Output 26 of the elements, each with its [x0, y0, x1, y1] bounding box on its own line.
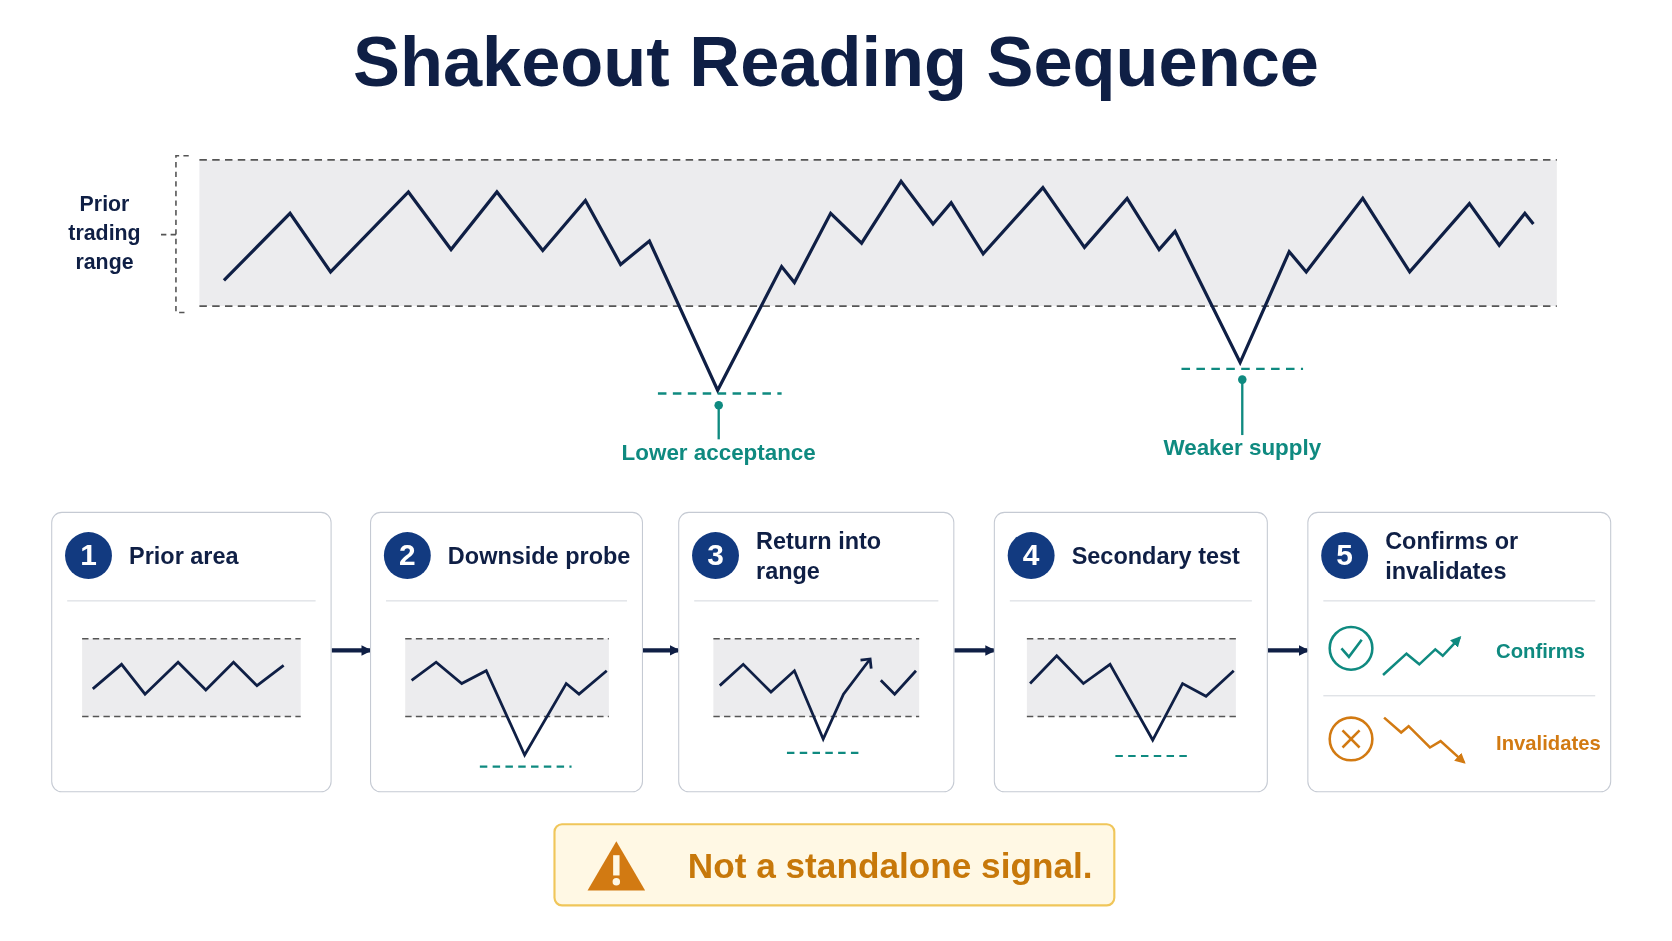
step-number-badge: 2 [383, 532, 431, 579]
step-title: Prior area [129, 541, 240, 572]
outcome-label: Confirms [1496, 638, 1585, 665]
callout-label: Lower acceptance [621, 437, 816, 468]
callout-label: Weaker supply [1163, 432, 1322, 463]
step-card [51, 511, 332, 793]
range-label: Prior trading range [67, 190, 142, 276]
step-card [678, 511, 955, 793]
step-number-badge: 5 [1321, 532, 1369, 579]
outcome-label: Invalidates [1496, 730, 1601, 756]
step-number-badge: 4 [1007, 532, 1055, 579]
leader-line [1238, 375, 1247, 436]
step-card [993, 511, 1268, 793]
step-card [370, 511, 643, 793]
title: Shakeout Reading Sequence [352, 21, 1320, 104]
warning-banner [553, 823, 1116, 907]
step-card [1307, 511, 1612, 793]
warning-text: Not a standalone signal. [687, 844, 1093, 888]
step-title: Return into range [756, 526, 883, 587]
step-number-badge: 3 [692, 532, 739, 579]
step-title: Downside probe [447, 541, 632, 572]
step-number-badge: 1 [65, 532, 112, 579]
arrow [954, 645, 996, 656]
step-title: Secondary test [1071, 541, 1241, 572]
leader-line [714, 400, 723, 440]
step-title: Confirms or invalidates [1385, 526, 1520, 587]
